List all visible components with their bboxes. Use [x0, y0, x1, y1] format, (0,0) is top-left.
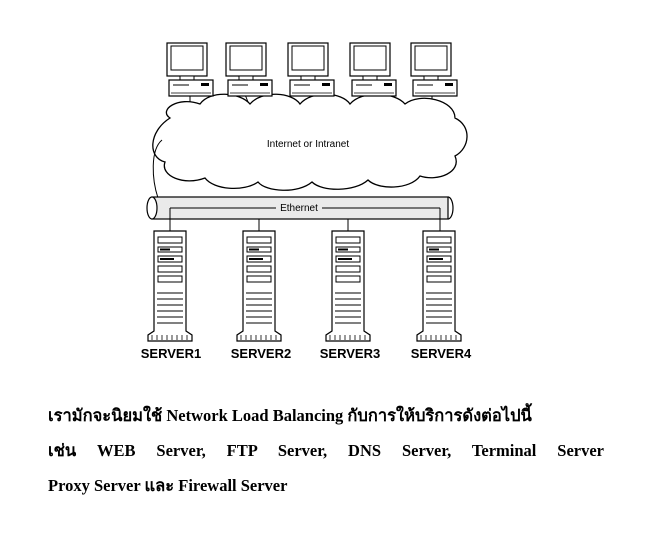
- server-tower-icon: [236, 230, 282, 342]
- cloud-label: Internet or Intranet: [267, 139, 349, 150]
- network-diagram: Internet or Intranet Ethernet SERVER1 SE…: [141, 42, 472, 361]
- caption-line-1: เรามักจะนิยมใช้ Network Load Balancing ก…: [48, 406, 532, 425]
- server-label: SERVER3: [320, 346, 380, 361]
- client-computer-icon: [349, 42, 397, 97]
- server-links: [169, 208, 441, 232]
- server-label: SERVER4: [411, 346, 472, 361]
- caption-line-2: เช่น WEB Server, FTP Server, DNS Server,…: [48, 441, 604, 460]
- server-label: SERVER1: [141, 346, 201, 361]
- caption: เรามักจะนิยมใช้ Network Load Balancing ก…: [48, 398, 604, 503]
- ethernet-bus: [146, 196, 454, 220]
- client-computer-icon: [287, 42, 335, 97]
- server-tower-icon: [416, 230, 462, 342]
- client-computer-icon: [410, 42, 458, 97]
- cloud-to-bus-link: [152, 139, 163, 199]
- server-tower-icon: [147, 230, 193, 342]
- client-computer-icon: [225, 42, 273, 97]
- server-tower-icon: [325, 230, 371, 342]
- server-label: SERVER2: [231, 346, 291, 361]
- client-computer-icon: [166, 42, 214, 97]
- caption-line-3: Proxy Server และ Firewall Server: [48, 476, 288, 495]
- bus-label: Ethernet: [280, 203, 318, 214]
